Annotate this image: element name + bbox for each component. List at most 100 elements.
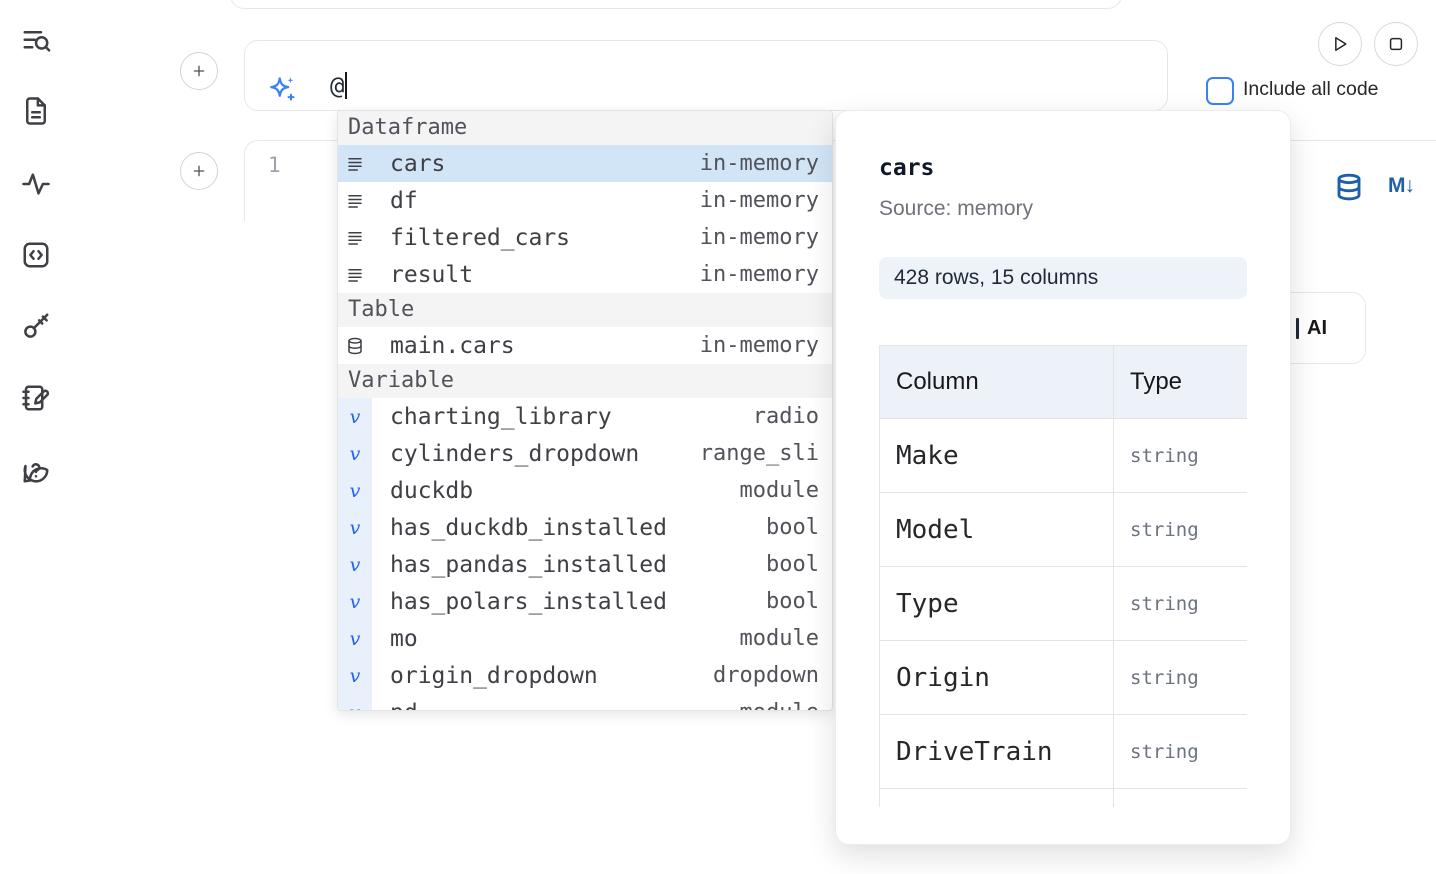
table-row-partial [879,788,1247,807]
variable-icon: v [338,398,372,435]
ai-prompt-input[interactable]: @ [330,72,348,100]
snippets-icon[interactable] [20,239,52,271]
item-type: bool [766,552,819,577]
autocomplete-item-cylinders-dropdown[interactable]: v cylinders_dropdown range_sli [338,435,832,472]
clipped-letter [1296,317,1299,339]
include-all-code-label: Include all code [1243,78,1379,100]
dataframe-icon [338,256,372,293]
variable-icon: v [338,620,372,657]
item-type: dropdown [713,663,819,688]
table-row: Origin string [879,640,1247,715]
activity-icon[interactable] [20,168,52,200]
text-caret [345,72,348,99]
preview-source: Source: memory [879,197,1034,220]
dataframe-preview-card: cars Source: memory 428 rows, 15 columns… [835,110,1291,845]
item-name: origin_dropdown [390,662,598,689]
add-cell-below-button[interactable] [180,152,218,190]
preview-schema-table: Column Type Make string Model string Typ… [879,345,1247,807]
ai-sparkle-icon [266,74,296,104]
table-row: Make string [879,418,1247,493]
autocomplete-item-has-polars-installed[interactable]: v has_polars_installed bool [338,583,832,620]
column-type: string [1113,566,1247,641]
file-icon[interactable] [20,95,52,127]
item-name: charting_library [390,403,612,430]
autocomplete-item-has-pandas-installed[interactable]: v has_pandas_installed bool [338,546,832,583]
item-type: range_sli [699,441,819,466]
item-name: cylinders_dropdown [390,440,640,467]
table-header-row: Column Type [879,345,1247,419]
column-type: string [1113,418,1247,493]
key-icon[interactable] [20,310,52,342]
item-type: radio [752,404,819,429]
table-row: Model string [879,492,1247,567]
item-name: cars [390,150,446,177]
autocomplete-item-df[interactable]: df in-memory [338,182,832,219]
column-name: Origin [879,640,1114,715]
dataframe-icon [338,182,372,219]
variable-icon: v [338,435,372,472]
item-type: bool [766,589,819,614]
line-number: 1 [268,153,281,177]
variable-icon: v [338,509,372,546]
item-name: df [390,187,418,214]
ai-prompt-value: @ [330,72,345,100]
column-name: Make [879,418,1114,493]
scratchpad-icon[interactable] [20,382,52,414]
preview-table-wrap: Column Type Make string Model string Typ… [879,345,1247,807]
item-name: filtered_cars [390,224,571,251]
autocomplete-item-duckdb[interactable]: v duckdb module [338,472,832,509]
item-type: in-memory [699,188,819,213]
column-name: Model [879,492,1114,567]
item-name: pd [390,700,418,711]
stop-button[interactable] [1374,22,1418,66]
ai-prompt-cell[interactable] [244,40,1168,111]
item-type: module [739,626,819,651]
search-panel-icon[interactable] [20,25,52,57]
autocomplete-item-filtered-cars[interactable]: filtered_cars in-memory [338,219,832,256]
variable-icon: v [338,694,372,710]
variable-icon: v [338,546,372,583]
add-cell-above-button[interactable] [180,52,218,90]
variable-icon: v [338,657,372,694]
include-all-code-checkbox[interactable] [1206,77,1234,105]
item-type: in-memory [699,333,819,358]
datasource-icon[interactable] [1334,172,1364,202]
section-header-dataframe: Dataframe [338,111,832,145]
item-name: has_polars_installed [390,588,667,615]
type-header: Type [1113,345,1247,419]
item-type: module [739,478,819,503]
autocomplete-item-charting-library[interactable]: v charting_library radio [338,398,832,435]
previous-cell-edge [230,0,1122,9]
item-type: in-memory [699,225,819,250]
column-header: Column [879,345,1114,419]
markdown-convert-icon[interactable]: M↓ [1388,174,1415,197]
help-icon[interactable] [20,454,52,486]
ai-button-label: AI [1307,316,1327,339]
item-name: mo [390,625,418,652]
preview-title: cars [879,155,935,181]
autocomplete-item-has-duckdb-installed[interactable]: v has_duckdb_installed bool [338,509,832,546]
dataframe-icon [338,219,372,256]
item-type: bool [766,515,819,540]
item-type: module [740,700,819,710]
item-type: in-memory [699,151,819,176]
section-header-table: Table [338,293,832,327]
variable-icon: v [338,583,372,620]
item-type: in-memory [699,262,819,287]
column-name: Type [879,566,1114,641]
run-button[interactable] [1318,22,1362,66]
item-name: has_pandas_installed [390,551,667,578]
preview-shape-badge: 428 rows, 15 columns [879,257,1247,299]
autocomplete-item-mo[interactable]: v mo module [338,620,832,657]
autocomplete-item-result[interactable]: result in-memory [338,256,832,293]
autocomplete-dropdown: Dataframe cars in-memory df in-memory fi… [337,110,833,711]
autocomplete-item-cars[interactable]: cars in-memory [338,145,832,182]
item-name: duckdb [390,477,474,504]
column-type: string [1113,714,1247,789]
item-name: has_duckdb_installed [390,514,667,541]
autocomplete-item-origin-dropdown[interactable]: v origin_dropdown dropdown [338,657,832,694]
autocomplete-item-pd[interactable]: v pd module [338,694,832,711]
item-name: result [390,261,474,288]
table-row: DriveTrain string [879,714,1247,789]
autocomplete-item-main-cars[interactable]: main.cars in-memory [338,327,832,364]
